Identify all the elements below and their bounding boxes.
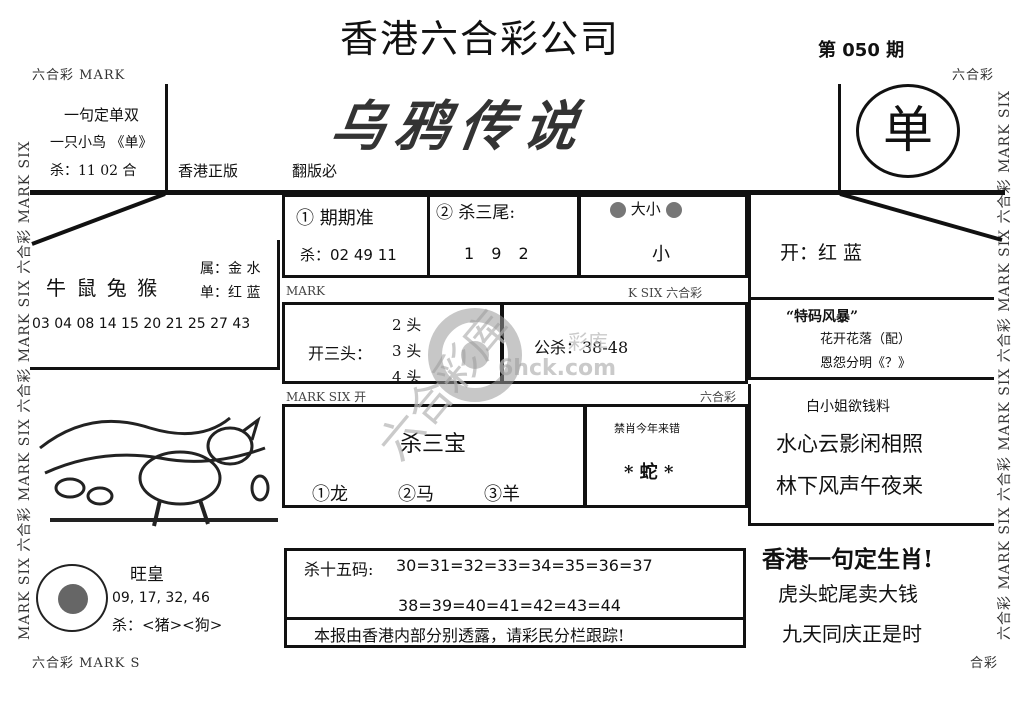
hk-line-text1: 虎头蛇尾卖大钱 <box>778 582 918 606</box>
size-title: 大小 <box>610 198 682 219</box>
banned-box <box>584 404 748 508</box>
edition-label: 香港正版 <box>178 162 239 180</box>
heads-label: 开三头： <box>308 344 373 363</box>
frame-line <box>30 190 1005 195</box>
head-item: 3 头 <box>392 342 422 360</box>
lady-box <box>748 384 994 526</box>
footer-note-box <box>284 618 746 648</box>
lady-title: 白小姐欲钱料 <box>806 399 890 415</box>
kill15-row2: 38=39=40=41=42=43=44 <box>398 596 621 615</box>
zodiac-color: 单：红 蓝 <box>200 285 261 301</box>
mark-strip-left: MARK SIX 开 <box>286 390 367 404</box>
zodiac-box <box>30 240 280 370</box>
head-item: 2 头 <box>392 316 422 334</box>
wang-title: 旺皇 <box>130 565 164 585</box>
kill15-box <box>284 548 746 620</box>
treasure-item: ②马 <box>398 484 434 505</box>
margin-label-bottom-left: 六合彩 MARK S <box>32 656 141 671</box>
watermark-logo <box>428 308 522 402</box>
watermark-brand: 彩库 <box>568 330 608 354</box>
wang-kill: 杀：<猪><狗> <box>112 616 223 634</box>
single-double-title: 一句定单双 <box>64 106 140 124</box>
mark-strip-right: K SIX 六合彩 <box>628 286 703 300</box>
storm-title: “特码风暴” <box>786 309 859 325</box>
treasure-item: ①龙 <box>312 484 348 505</box>
zodiac-numbers: 03 04 08 14 15 20 21 25 27 43 <box>32 316 251 332</box>
treasure-title: 杀三宝 <box>400 432 467 457</box>
tail-values: 1 9 2 <box>464 244 535 263</box>
hit-title: ① 期期准 <box>296 204 374 230</box>
hit-kill-numbers: 杀：02 49 11 <box>300 246 397 264</box>
banned-value: * 蛇 * <box>624 462 674 483</box>
kill15-row1: 30=31=32=33=34=35=36=37 <box>396 556 653 575</box>
margin-vertical-right: 六合彩 MARK SIX 六合彩 MARK SIX 六合彩 MARK SIX 六… <box>997 89 1013 640</box>
common-kill: 公杀：38-48 <box>534 338 629 357</box>
lady-line1: 水心云影闲相照 <box>776 432 923 456</box>
size-value: 小 <box>652 244 670 265</box>
banned-title: 禁肖今年来错 <box>614 422 680 435</box>
hk-line-text2: 九天同庆正是时 <box>782 622 922 646</box>
margin-label-top-left: 六合彩 MARK <box>32 68 126 83</box>
common-kill-box <box>500 302 748 384</box>
margin-label-bottom-right: 合彩 <box>970 656 999 671</box>
copy-warning: 翻版必 <box>292 162 338 180</box>
zodiac-attribute: 属：金 水 <box>200 261 261 277</box>
frame-line <box>838 84 841 194</box>
newspaper-title: 乌鸦传说 <box>326 94 592 158</box>
dog-illustration <box>39 416 278 527</box>
single-seal: 单 <box>856 84 960 178</box>
zodiac-animals: 牛 鼠 兔 猴 <box>46 276 160 300</box>
open-color: 开：红 蓝 <box>780 242 863 264</box>
flower-icon <box>610 202 626 218</box>
seal-text: 单 <box>883 101 933 159</box>
storm-line1: 花开花落（配） <box>820 332 912 347</box>
company-title: 香港六合彩公司 <box>340 17 621 61</box>
hit-label: 期期准 <box>319 208 374 229</box>
storm-line2: 恩怨分明《？》 <box>820 356 912 371</box>
seal-stamp <box>36 564 108 632</box>
size-label: 大小 <box>630 200 661 218</box>
tail-title: ② 杀三尾: <box>436 198 515 223</box>
issue-number: 第 050 期 <box>818 40 905 61</box>
open-color-box <box>748 194 994 300</box>
mark-strip-right: 六合彩 <box>700 390 737 404</box>
wang-numbers: 09, 17, 32, 46 <box>112 590 210 606</box>
lady-line2: 林下风声午夜来 <box>776 474 923 498</box>
storm-box <box>748 296 994 380</box>
size-box <box>578 194 748 278</box>
frame-line <box>165 84 168 194</box>
single-double-kill: 杀：11 02 合 <box>50 163 137 179</box>
margin-label-top-right: 六合彩 <box>952 68 995 83</box>
mark-strip-left: MARK <box>286 284 325 298</box>
treasure-item: ③羊 <box>484 484 520 505</box>
hk-line-title: 香港一句定生肖! <box>762 546 934 573</box>
single-double-bird: 一只小鸟 《单》 <box>50 135 153 151</box>
hit-icon: ① <box>296 208 314 229</box>
footer-note: 本报由香港内部分别透露，请彩民分栏跟踪! <box>314 626 625 645</box>
tail-icon: ② <box>436 203 453 223</box>
kill15-label: 杀十五码: <box>304 560 374 579</box>
head-item: 4 头 <box>392 368 422 386</box>
flower-icon <box>665 202 682 218</box>
tail-label: 杀三尾: <box>458 203 516 223</box>
